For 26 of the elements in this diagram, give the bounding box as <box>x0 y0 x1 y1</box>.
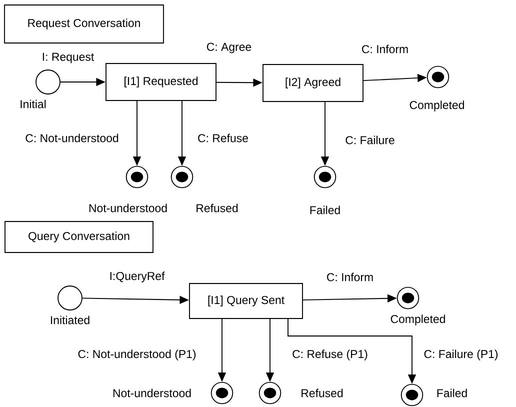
edge-label: C: Not-understood (P1) <box>76 348 198 362</box>
edge-label: C: Failure (P1) <box>422 348 500 362</box>
state-label: Completed <box>410 100 464 112</box>
edge-label: C: Inform <box>325 271 375 283</box>
state-label: Not-understood <box>89 204 167 212</box>
state-label: Refused <box>196 204 238 212</box>
state-label: Refused <box>302 388 343 398</box>
title-box: Query Conversation <box>4 221 154 253</box>
edge-label: I:QueryRef <box>108 270 166 284</box>
edge-label: C: Not-understood <box>24 132 120 144</box>
edge-label: C: Failure <box>344 134 396 146</box>
title-box: Request Conversation <box>4 4 164 44</box>
state-label: Initiated <box>51 316 90 324</box>
edge-label: I: Request <box>40 52 96 64</box>
state-box: [I1] Requested <box>106 63 216 101</box>
edge-label: C: Refuse (P1) <box>290 348 370 362</box>
state-label: Completed <box>390 314 445 326</box>
edge-label: C: Inform <box>360 43 410 55</box>
state-box: [I1] Query Sent <box>189 283 303 319</box>
state-label: Not-understood <box>113 388 191 398</box>
edge-label: C: Agree <box>205 41 253 55</box>
state-label: Initial <box>20 100 46 108</box>
state-label: Failed <box>310 206 340 214</box>
state-label: Failed <box>437 388 467 398</box>
edge-label: C: Refuse <box>196 132 250 144</box>
state-box: [I2] Agreed <box>262 64 364 102</box>
